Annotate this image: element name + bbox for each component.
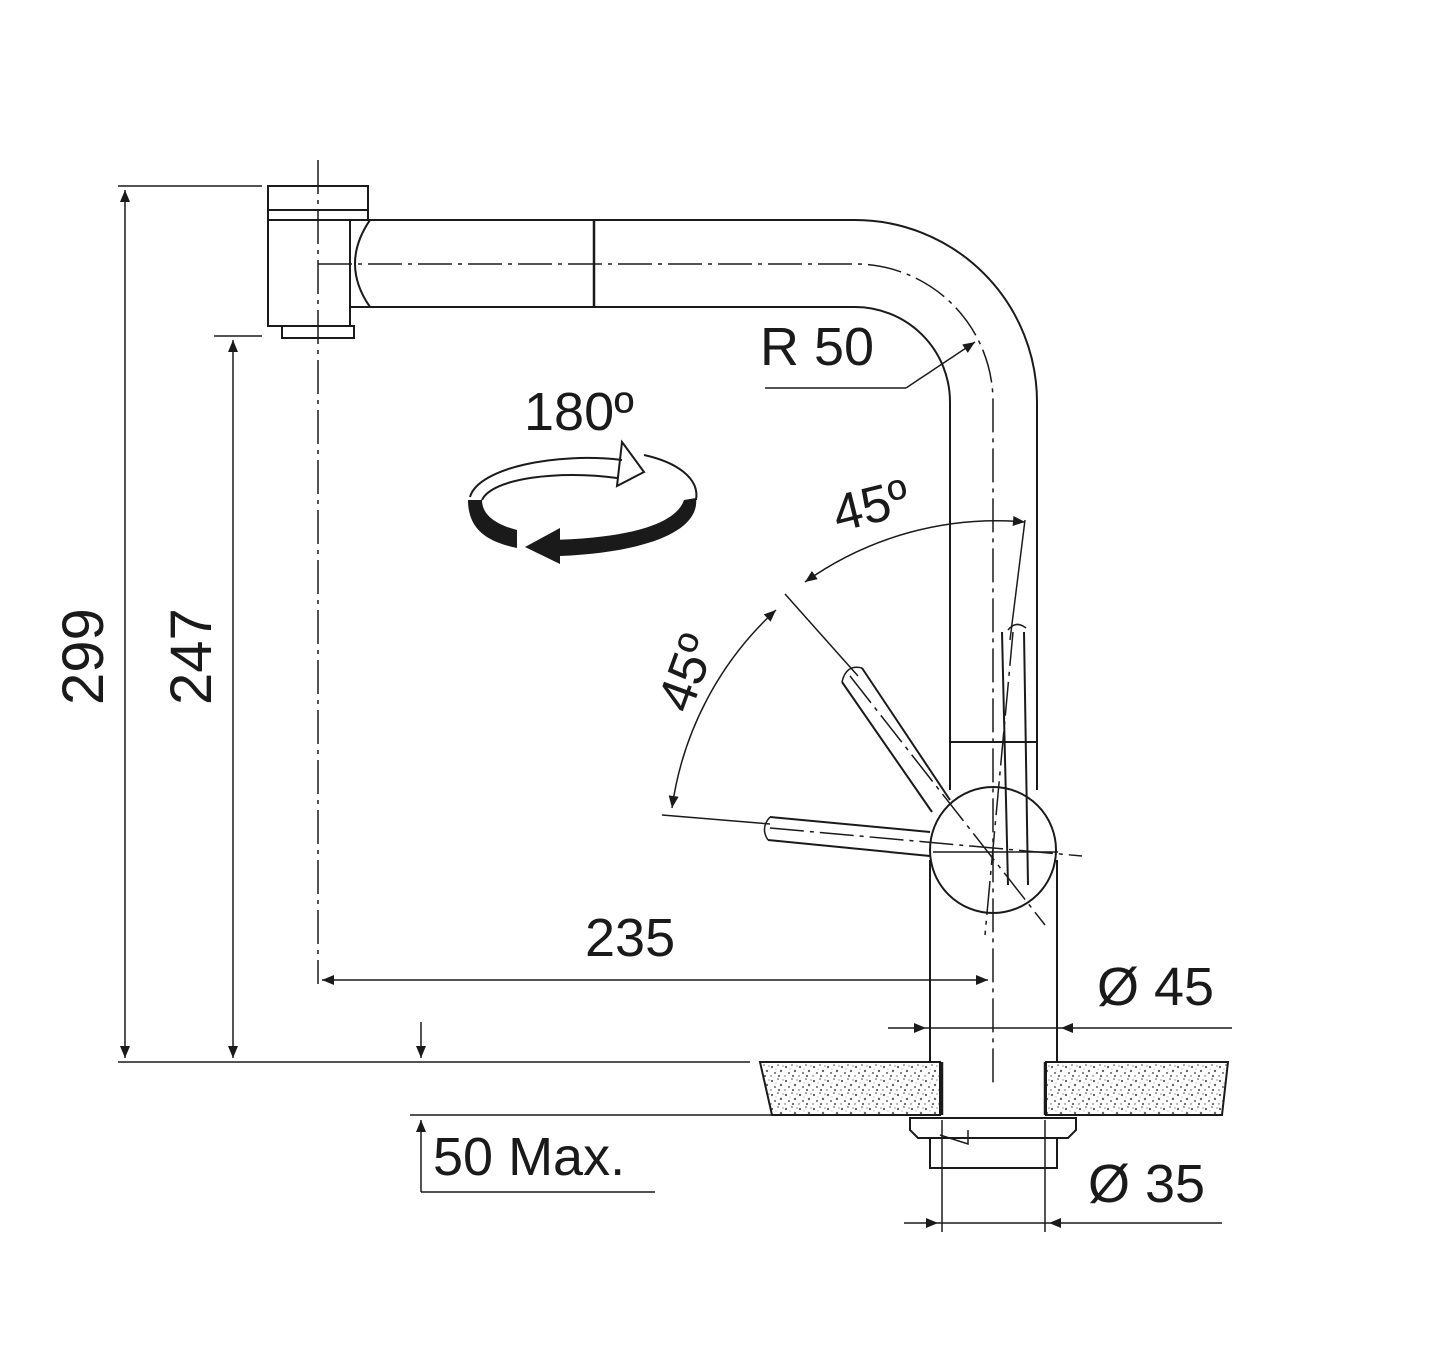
lever-angle-arcs xyxy=(668,515,1026,809)
radius-label: R 50 xyxy=(760,317,874,377)
mounting-nut xyxy=(909,1117,1077,1169)
rotation-arrow-icon xyxy=(468,439,698,564)
total-height-label: 299 xyxy=(51,608,116,705)
rotation-label: 180º xyxy=(524,382,634,442)
height-dimension-247 xyxy=(214,335,262,1058)
body-diameter-label: Ø 45 xyxy=(1097,957,1214,1017)
spout-height-label: 247 xyxy=(159,608,224,705)
lever-angle-lower-label: 45º xyxy=(647,627,728,719)
max-thickness-label: 50 Max. xyxy=(433,1127,625,1187)
countertop xyxy=(750,1061,1230,1116)
lever-vertical xyxy=(984,623,1029,936)
reach-label: 235 xyxy=(585,908,675,968)
height-dimension-299 xyxy=(118,185,750,1063)
hole-diameter-dimension xyxy=(904,1120,1222,1232)
lever-horizontal xyxy=(661,814,1083,857)
max-thickness-dimension xyxy=(410,1022,750,1193)
lever-pivot xyxy=(929,786,1058,914)
radius-callout xyxy=(765,341,976,389)
lever-angle-upper-label: 45º xyxy=(827,469,916,544)
lever-diagonal xyxy=(784,593,1046,926)
hole-diameter-label: Ø 35 xyxy=(1088,1154,1205,1214)
centerlines xyxy=(317,160,994,1085)
